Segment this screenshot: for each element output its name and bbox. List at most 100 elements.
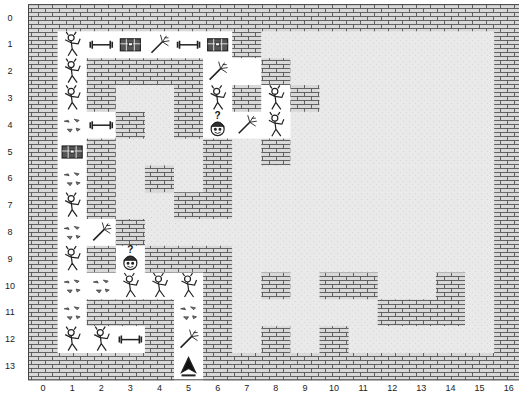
wall-cell [87,165,117,192]
axis-number: 9 [7,255,12,264]
floor-cell [465,219,495,246]
rubble-icon [64,119,80,132]
floor-cell [261,246,291,273]
corridor-cell [174,299,204,326]
floor-cell [378,58,408,85]
corridor-cell [116,31,146,58]
floor-cell [378,165,408,192]
wall-cell [145,58,175,85]
wall-cell [29,326,59,353]
axis-number: 0 [41,384,46,393]
wall-cell [116,219,146,246]
floor-cell [145,192,175,219]
wall-cell [436,273,466,300]
axis-number: 4 [7,121,12,130]
wall-cell [174,246,204,273]
floor-cell [349,299,379,326]
axis-number: 13 [416,384,426,393]
wall-cell [203,299,233,326]
axis-number: 3 [7,94,12,103]
wand-icon [93,222,111,240]
wall-cell [29,299,59,326]
axis-number: 10 [5,282,15,291]
floor-cell [116,165,146,192]
wall-cell [494,299,519,326]
wall-cell [407,353,437,380]
floor-cell [436,219,466,246]
wall-cell [494,326,519,353]
floor-cell [378,246,408,273]
floor-cell [465,112,495,139]
floor-cell [320,31,350,58]
wall-cell [494,219,519,246]
corridor-cell [58,112,88,139]
floor-cell [232,326,262,353]
corridor-cell [58,165,88,192]
wall-cell [320,273,350,300]
wall-cell [116,299,146,326]
chest-icon [208,39,228,51]
corridor-cell [174,353,204,380]
floor-cell [145,219,175,246]
axis-number: 12 [5,335,15,344]
floor-cell [145,139,175,166]
floor-cell [290,192,320,219]
rubble-icon [64,280,80,293]
wall-cell [58,5,88,32]
wall-cell [494,273,519,300]
wall-cell [174,85,204,112]
wall-cell [261,58,291,85]
floor-cell [436,58,466,85]
wall-cell [87,5,117,32]
wall-cell [232,5,262,32]
rubble-icon [93,280,109,293]
corridor-cell [58,31,88,58]
floor-cell [320,112,350,139]
corridor-cell [58,299,88,326]
wall-cell [494,353,519,380]
corridor-cell [58,326,88,353]
floor-cell [378,273,408,300]
wall-cell [87,58,117,85]
monster-icon [152,273,167,297]
wall-cell [261,353,291,380]
monster-icon [65,85,80,109]
rubble-icon [64,226,80,239]
question-mark: ? [127,245,133,255]
corridor-cell [174,31,204,58]
corridor-cell [203,31,233,58]
wall-cell [29,165,59,192]
floor-cell [232,192,262,219]
floor-cell [261,219,291,246]
floor-cell [261,192,291,219]
corridor-cell [261,85,291,112]
monster-icon [269,112,284,136]
wall-cell [349,273,379,300]
floor-cell [349,326,379,353]
floor-cell [349,219,379,246]
corridor-cell [58,219,88,246]
wall-cell [29,353,59,380]
floor-cell [465,31,495,58]
wall-cell [145,353,175,380]
floor-cell [436,31,466,58]
monster-icon [269,85,284,109]
wand-icon [239,115,257,133]
floor-cell [378,85,408,112]
floor-cell [116,139,146,166]
wand-icon [210,62,228,80]
axis-number: 12 [387,384,397,393]
axis-number: 1 [70,384,75,393]
floor-cell [407,192,437,219]
floor-cell [407,165,437,192]
wall-cell [290,5,320,32]
floor-cell [116,85,146,112]
wall-cell [349,353,379,380]
corridor-cell [203,85,233,112]
wall-cell [29,246,59,273]
wall-cell [494,165,519,192]
wall-cell [29,192,59,219]
floor-cell [232,299,262,326]
wall-cell [87,353,117,380]
floor-cell [145,85,175,112]
